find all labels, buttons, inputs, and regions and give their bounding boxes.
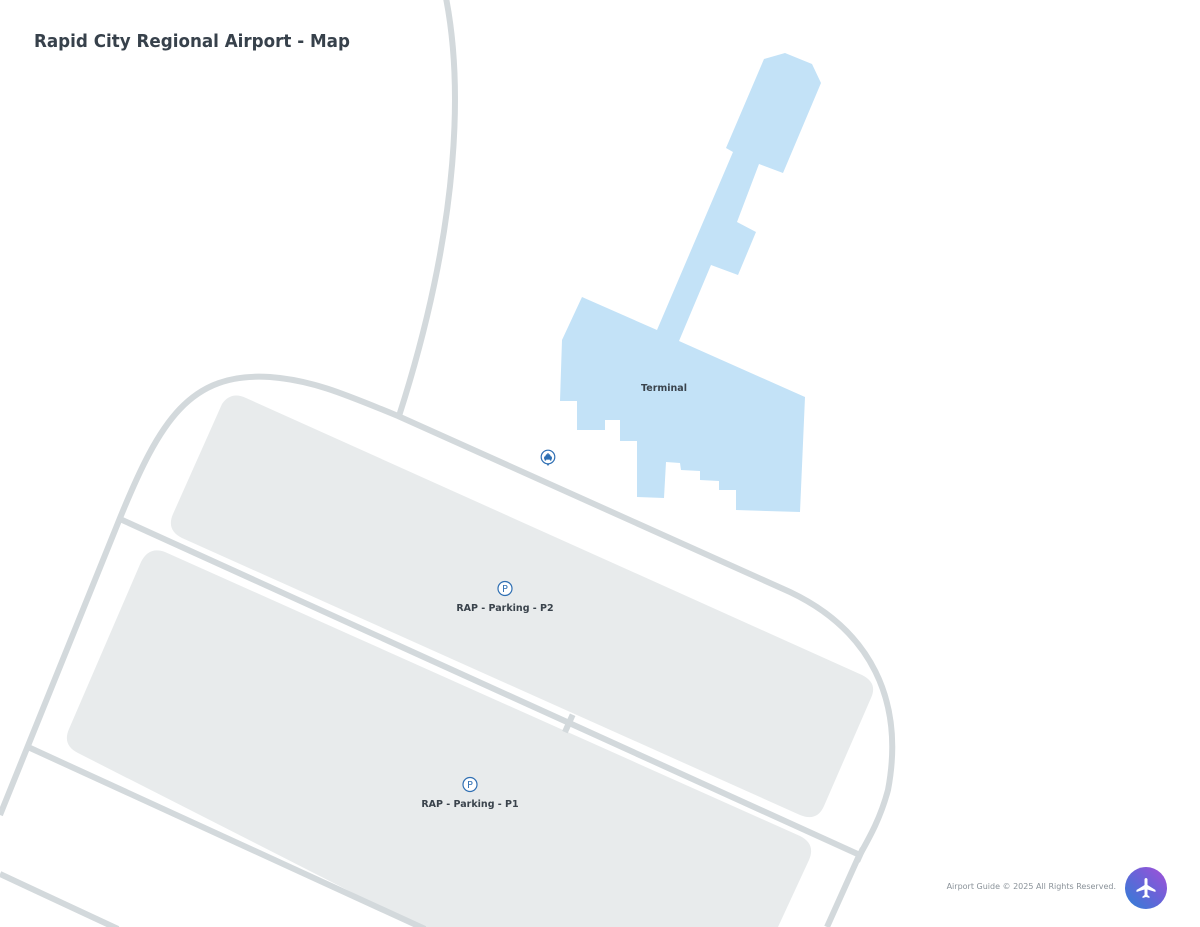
svg-text:P: P xyxy=(467,780,473,791)
road-north-curve xyxy=(396,0,458,417)
parking-p2-label[interactable]: RAP - Parking - P2 xyxy=(456,603,554,614)
svg-text:P: P xyxy=(502,584,508,595)
terminal-label[interactable]: Terminal xyxy=(641,383,687,394)
terminal-building[interactable] xyxy=(560,53,821,512)
parking-icon[interactable]: P xyxy=(497,580,513,602)
page-title: Rapid City Regional Airport - Map xyxy=(34,31,350,52)
road-outer-loop xyxy=(0,373,896,927)
road-marker xyxy=(854,847,866,863)
airport-guide-button[interactable] xyxy=(1125,867,1167,909)
road-lower xyxy=(26,744,427,927)
parking-p1-label[interactable]: RAP - Parking - P1 xyxy=(421,799,519,810)
road-middle xyxy=(118,516,864,859)
parking-lot-p2[interactable] xyxy=(170,395,874,818)
airplane-icon xyxy=(1136,878,1156,898)
road-bottom-left xyxy=(0,871,120,927)
parking-icon[interactable]: P xyxy=(462,776,478,798)
road-marker xyxy=(562,713,576,734)
parking-lot-p1[interactable] xyxy=(66,550,812,927)
taxi-icon[interactable] xyxy=(540,449,557,473)
copyright-text: Airport Guide © 2025 All Rights Reserved… xyxy=(946,882,1116,891)
